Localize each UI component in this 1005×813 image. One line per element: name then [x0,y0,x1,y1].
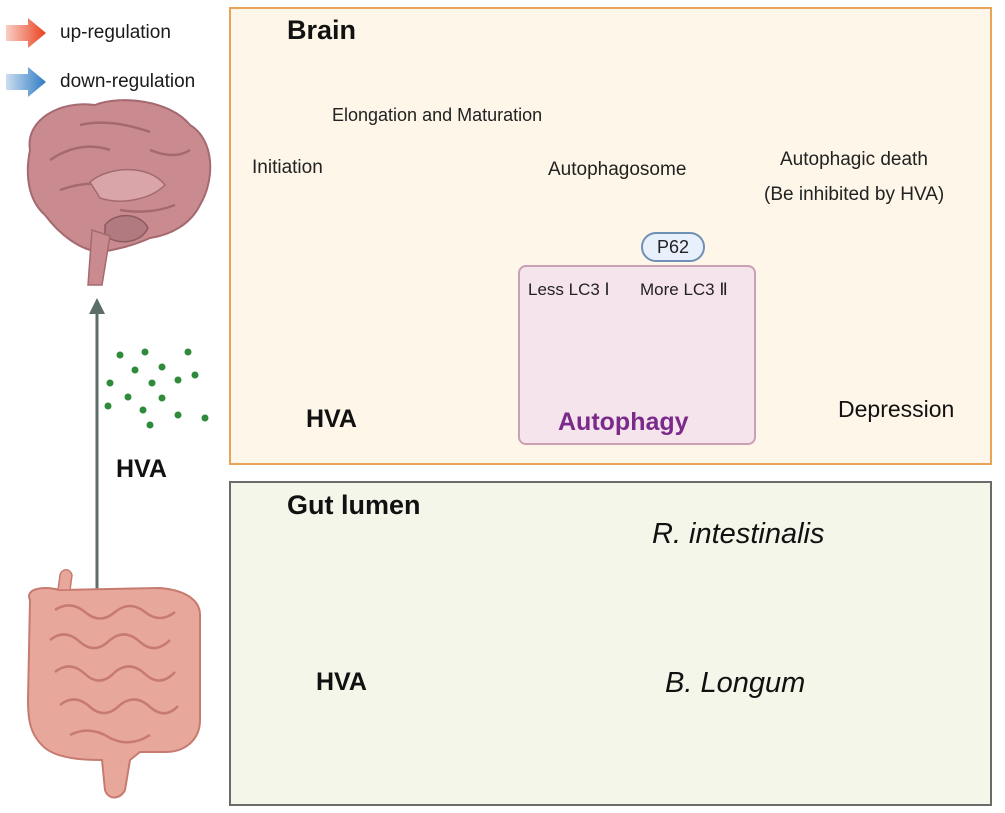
brain-title: Brain [287,15,357,45]
r-intestinalis-label: R. intestinalis [652,518,825,550]
brain-icon [26,99,212,286]
initiation-label: Initiation [252,157,323,178]
more-lc3-label: More LC3 Ⅱ [640,280,728,299]
hva-label-gut: HVA [316,668,367,696]
legend-down-arrow-icon [6,67,46,97]
elongation-label: Elongation and Maturation [332,105,543,125]
hva-molecules-left [104,348,209,429]
autophagy-label: Autophagy [558,408,689,436]
depression-label: Depression [838,396,955,422]
hva-label-brain: HVA [306,405,357,433]
less-lc3-label: Less LC3 Ⅰ [528,280,610,299]
legend-up-arrow-icon [6,18,46,48]
p62-badge: P62 [641,232,705,262]
autophagic-death-note: (Be inhibited by HVA) [764,184,945,205]
b-longum-label: B. Longum [665,667,806,699]
legend-down-label: down-regulation [60,71,196,92]
gut-to-brain-arrow [89,298,105,605]
intestine-icon [26,569,201,799]
gut-title: Gut lumen [287,490,421,520]
gut-panel [229,481,992,806]
autophagy-box [518,265,756,445]
hva-label-left: HVA [116,455,167,483]
autophagic-death-label: Autophagic death [780,149,928,170]
legend-up-label: up-regulation [60,22,171,43]
autophagosome-label: Autophagosome [548,159,687,180]
